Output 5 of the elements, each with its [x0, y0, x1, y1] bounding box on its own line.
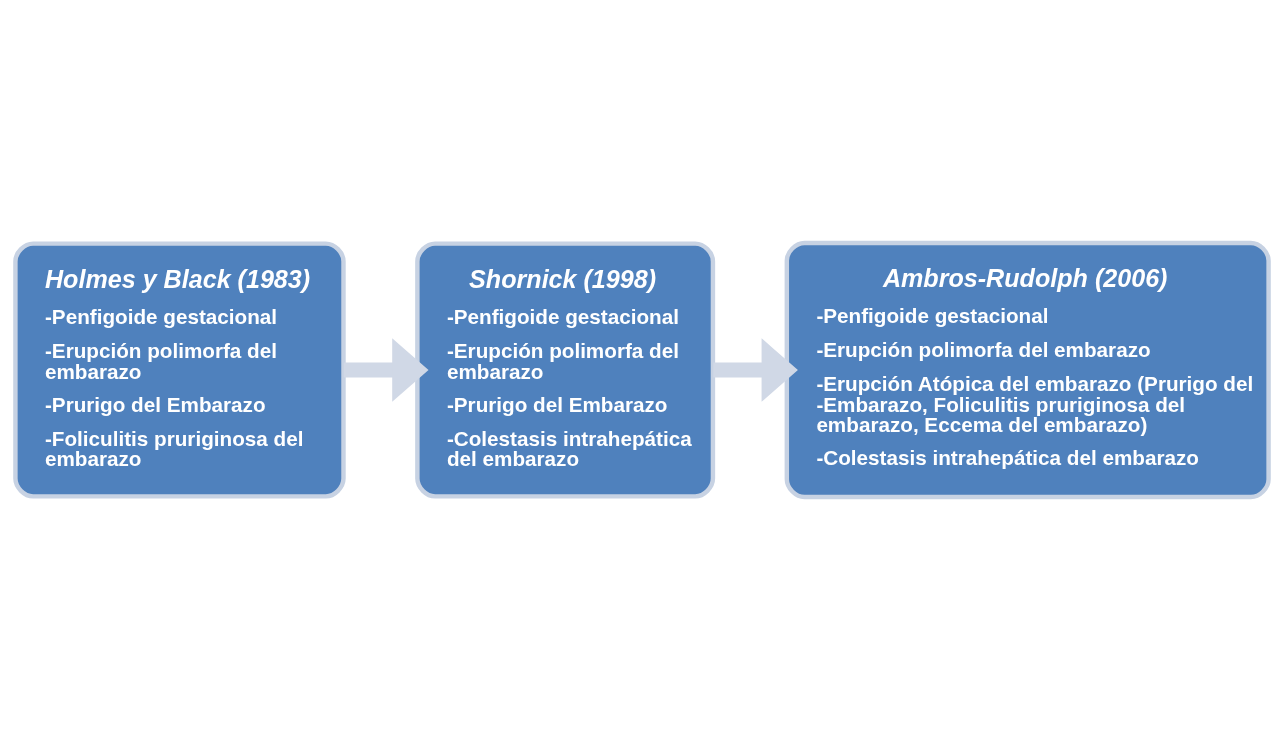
node-box: Holmes y Black (1983) -Penfigoide gestacional -Erupción polimorfa del embarazo -Prurigo del Embarazo -Foliculitis pruriginosa del embarazo [13, 241, 346, 499]
arrow [713, 338, 798, 402]
node-box: Ambros-Rudolph (2006) -Penfigoide gestacional -Erupción polimorfa del embarazo -Erupción Atópica del embarazo (Prurigo del -Embarazo, Foliculitis pruriginosa del embarazo, Eccema del embarazo) -Colestasis intrahepática del embarazo [784, 240, 1271, 500]
arrow [343, 338, 429, 402]
node-box: Shornick (1998) -Penfigoide gestacional -Erupción polimorfa del embarazo -Prurigo del Embarazo -Colestasis intrahepática del embarazo [415, 241, 716, 499]
